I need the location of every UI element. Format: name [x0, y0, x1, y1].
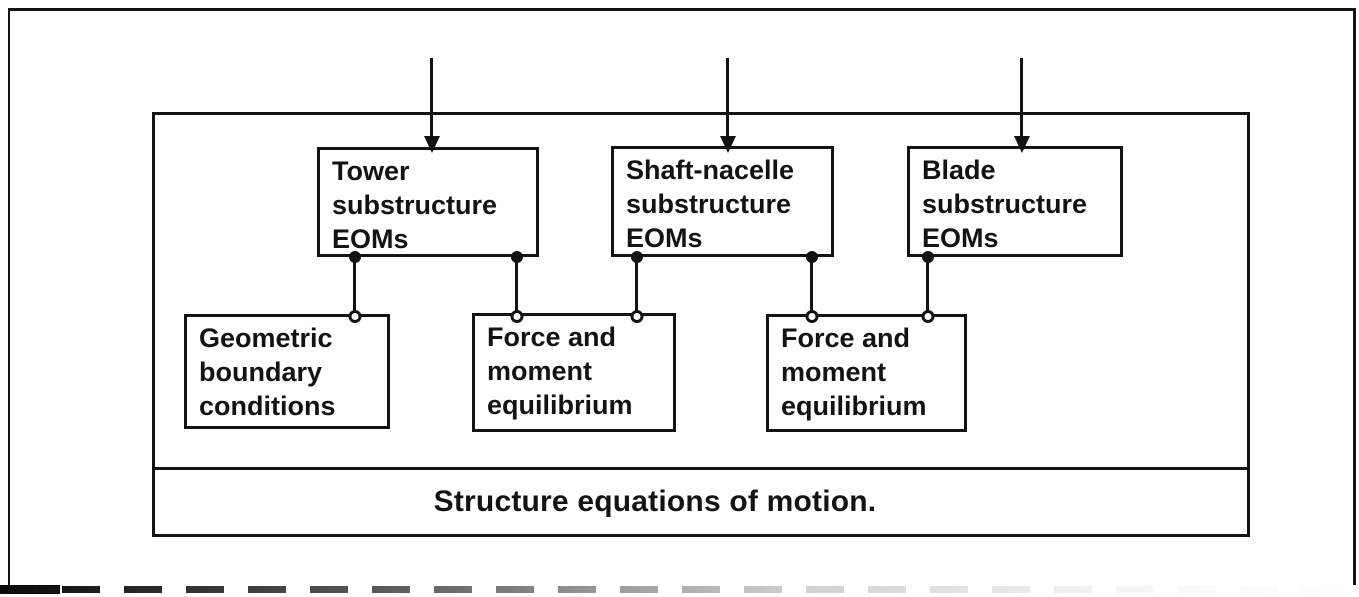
box-label-line: substructure: [332, 190, 498, 220]
pin-ring-icon: [348, 310, 361, 323]
connector-tower-to-equilibrium-1: [510, 251, 523, 323]
pin-dot-icon: [805, 251, 818, 263]
geometric-boundary-conditions-box: Geometric boundary conditions: [184, 314, 390, 429]
input-arrow-tower: [423, 58, 440, 153]
box-label-line: Shaft-nacelle: [626, 155, 795, 185]
box-label-line: conditions: [199, 391, 336, 421]
arrow-head-icon: [719, 136, 736, 153]
pin-dot-icon: [348, 251, 361, 263]
page-border: [8, 8, 1356, 585]
box-label-line: moment: [487, 356, 593, 386]
pin-ring-icon: [805, 310, 818, 323]
pin-ring-icon: [921, 310, 934, 323]
box-label-line: Force and: [487, 322, 617, 352]
box-label-line: boundary: [199, 357, 323, 387]
box-label-line: Tower: [332, 156, 410, 186]
arrow-head-icon: [423, 136, 440, 153]
scan-artifact-band: [0, 586, 1359, 593]
tower-substructure-box: Tower substructure EOMs: [317, 147, 539, 257]
pin-dot-icon: [630, 251, 643, 263]
force-moment-equilibrium-box-2: Force and moment equilibrium: [766, 314, 967, 432]
box-label-line: Geometric: [199, 323, 333, 353]
box-label-line: EOMs: [332, 224, 409, 254]
box-label-line: EOMs: [922, 223, 999, 253]
footer-band: Structure equations of motion.: [155, 467, 1247, 534]
pin-ring-icon: [630, 310, 643, 323]
shaft-nacelle-substructure-box: Shaft-nacelle substructure EOMs: [611, 146, 834, 257]
connector-shaft-to-equilibrium-2: [805, 251, 818, 323]
connector-tower-to-geometric: [348, 251, 361, 323]
container-caption: Structure equations of motion.: [433, 485, 877, 518]
connector-shaft-to-equilibrium-1: [630, 251, 643, 323]
input-arrow-blade: [1013, 58, 1030, 153]
force-moment-equilibrium-box-1: Force and moment equilibrium: [472, 313, 676, 432]
connector-blade-to-equilibrium-2: [921, 251, 934, 323]
box-label-line: equilibrium: [487, 390, 633, 420]
input-arrow-shaft-nacelle: [719, 58, 736, 153]
box-label-line: EOMs: [626, 223, 703, 253]
pin-dot-icon: [921, 251, 934, 263]
box-label-line: Blade: [922, 155, 996, 185]
blade-substructure-box: Blade substructure EOMs: [907, 146, 1123, 257]
arrow-head-icon: [1013, 136, 1030, 153]
scan-artifact-fade: [0, 586, 1359, 593]
box-label-line: substructure: [626, 189, 792, 219]
box-label-line: substructure: [922, 189, 1088, 219]
box-label-line: moment: [781, 357, 887, 387]
pin-dot-icon: [510, 251, 523, 263]
box-label-line: equilibrium: [781, 391, 927, 421]
pin-ring-icon: [510, 310, 523, 323]
box-label-line: Force and: [781, 323, 911, 353]
structure-eom-container: Structure equations of motion.: [152, 112, 1250, 537]
